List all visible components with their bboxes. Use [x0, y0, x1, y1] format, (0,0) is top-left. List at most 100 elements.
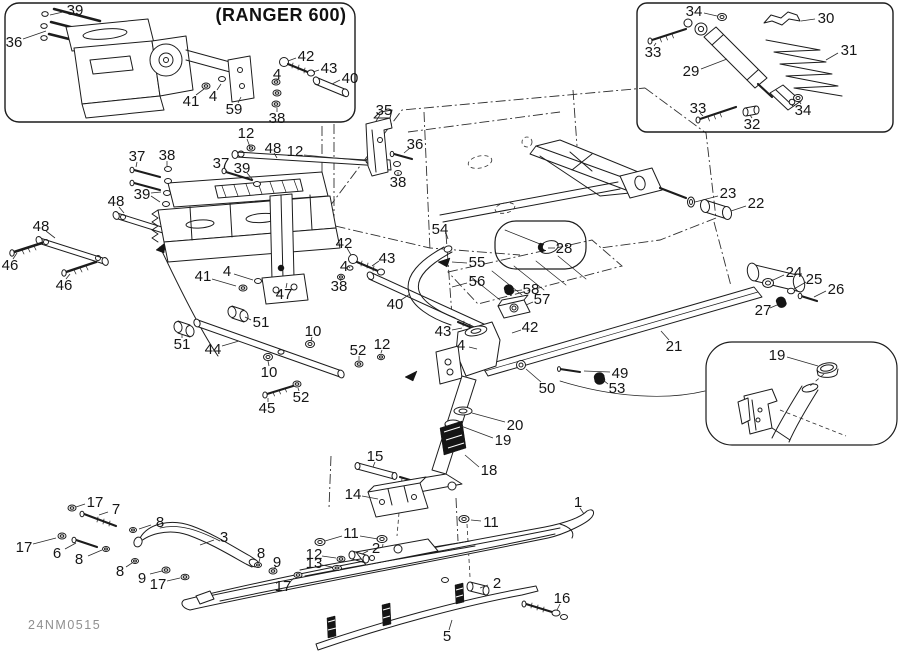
- callout-37: 37: [213, 155, 230, 172]
- leader-line: [361, 495, 379, 500]
- callout-31: 31: [841, 42, 858, 59]
- leader-line: [699, 112, 704, 117]
- callout-11: 11: [483, 514, 499, 531]
- callout-24: 24: [786, 264, 803, 281]
- callout-12: 12: [374, 336, 391, 353]
- leader-line: [246, 172, 254, 181]
- callout-49: 49: [612, 365, 629, 382]
- radius-rod: [173, 305, 385, 399]
- leader-line: [464, 454, 480, 468]
- leader-line: [512, 289, 523, 292]
- runner-skag: [315, 577, 568, 651]
- callout-52: 52: [350, 342, 367, 359]
- callout-13: 13: [306, 555, 323, 572]
- leader-line: [45, 230, 56, 239]
- leader-line: [525, 301, 534, 306]
- leader-line: [583, 370, 611, 373]
- callout-46: 46: [56, 277, 73, 294]
- watermark: 24NM0515: [28, 618, 101, 632]
- callout-12: 12: [287, 143, 304, 160]
- leader-line: [237, 96, 242, 104]
- leader-line: [347, 265, 351, 269]
- callout-39: 39: [67, 2, 84, 19]
- callout-23: 23: [720, 185, 737, 202]
- leader-line: [246, 138, 251, 148]
- callout-33: 33: [690, 100, 707, 117]
- leader-line: [324, 535, 343, 542]
- leader-line: [400, 293, 411, 301]
- callout-54: 54: [432, 221, 449, 238]
- callout-39: 39: [234, 160, 251, 177]
- callout-34: 34: [686, 3, 703, 20]
- callout-18: 18: [481, 462, 498, 479]
- leader-line: [285, 282, 288, 289]
- callout-47: 47: [276, 286, 293, 303]
- callout-43: 43: [435, 323, 452, 340]
- leader-line: [479, 584, 489, 589]
- leader-line: [32, 537, 57, 545]
- callout-45: 45: [259, 400, 276, 417]
- leader-line: [786, 356, 819, 367]
- callout-40: 40: [342, 70, 359, 87]
- callout-41: 41: [183, 93, 200, 110]
- callout-9: 9: [273, 554, 281, 571]
- callout-38: 38: [159, 147, 176, 164]
- callout-50: 50: [539, 380, 556, 397]
- leader-line: [22, 30, 47, 40]
- leader-line: [703, 12, 718, 17]
- callout-42: 42: [298, 48, 315, 65]
- callout-19: 19: [769, 347, 786, 364]
- callout-14: 14: [345, 486, 362, 503]
- leader-line: [730, 205, 747, 212]
- leader-line: [75, 503, 86, 508]
- leader-line: [825, 52, 839, 61]
- leader-line: [211, 278, 237, 287]
- callout-58: 58: [523, 281, 540, 298]
- leader-line: [372, 461, 376, 468]
- leader-line: [451, 282, 468, 288]
- leader-line: [339, 278, 342, 282]
- callout-57: 57: [534, 291, 551, 308]
- callout-16: 16: [554, 590, 571, 607]
- inset-title: (RANGER 600): [215, 5, 346, 25]
- callout-6: 6: [53, 545, 61, 562]
- callout-4: 4: [340, 258, 348, 275]
- leader-line: [749, 114, 753, 119]
- leader-line: [49, 11, 64, 16]
- callout-28: 28: [556, 240, 573, 257]
- leader-line: [468, 346, 478, 350]
- frame-bracket: [365, 109, 414, 177]
- leader-line: [303, 154, 368, 162]
- callout-2: 2: [372, 540, 380, 557]
- callout-17: 17: [275, 578, 292, 595]
- callout-21: 21: [666, 338, 683, 355]
- callout-10: 10: [261, 364, 278, 381]
- pivot-bushing: [687, 196, 733, 220]
- callout-36: 36: [6, 34, 23, 51]
- callout-29: 29: [683, 63, 700, 80]
- inset-ranger600: [4, 2, 356, 123]
- callout-26: 26: [828, 281, 845, 298]
- leader-line: [770, 274, 785, 282]
- leader-line: [221, 340, 240, 347]
- callout-53: 53: [609, 380, 626, 397]
- leader-line: [64, 542, 77, 550]
- leader-line: [525, 368, 542, 383]
- module-hardware: [129, 166, 262, 292]
- callout-36: 36: [407, 136, 424, 153]
- leader-line: [460, 425, 494, 439]
- callout-17: 17: [150, 576, 167, 593]
- leader-line: [331, 79, 341, 85]
- callout-46: 46: [2, 257, 19, 274]
- leader-line: [65, 273, 71, 280]
- leader-line: [511, 329, 522, 334]
- callout-56: 56: [469, 273, 486, 290]
- leader-line: [660, 330, 670, 341]
- ski-handle: [57, 504, 278, 581]
- callout-33: 33: [645, 44, 662, 61]
- callout-20: 20: [507, 417, 524, 434]
- leader-line: [267, 360, 270, 367]
- leader-line: [216, 83, 222, 91]
- leader-line: [149, 570, 163, 575]
